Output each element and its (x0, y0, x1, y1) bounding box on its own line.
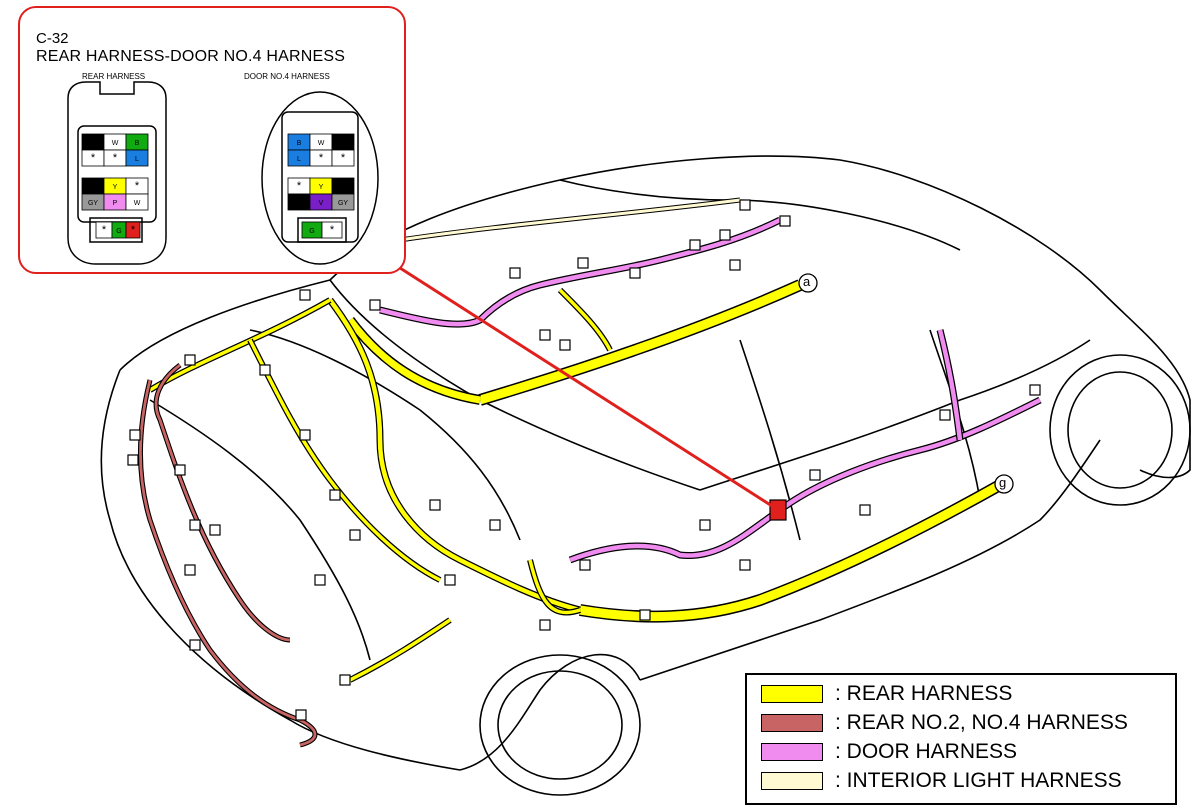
legend-swatch-door-harness (761, 743, 823, 761)
pin-label: G (309, 228, 314, 235)
pin-label: B (135, 140, 140, 147)
pin-label: B (91, 140, 96, 147)
legend-label-door-harness: : DOOR HARNESS (835, 740, 1018, 763)
connector-callout: C-32 REAR HARNESS-DOOR NO.4 HARNESS REAR… (18, 6, 406, 274)
pin-label: B (341, 140, 346, 147)
connector-code: C-32 (36, 30, 69, 47)
connector-title: REAR HARNESS-DOOR NO.4 HARNESS (36, 48, 346, 65)
pin-label: P (113, 200, 118, 207)
pin-label: * (341, 152, 346, 164)
legend-swatch-interior-light (761, 772, 823, 790)
rear-harness (148, 279, 1003, 683)
pin-label: W (318, 140, 325, 147)
front-wheel (1049, 354, 1191, 506)
pin-label: B (297, 140, 302, 147)
pin-label: W (134, 200, 141, 207)
door-harness-lower (568, 329, 1042, 564)
pin-label: GY (88, 200, 98, 207)
pin-label: L (297, 156, 301, 163)
door-harness-upper (379, 216, 782, 328)
pin-label: W (296, 200, 303, 207)
c32-connector (769, 499, 787, 521)
pin-label: * (102, 224, 107, 236)
pin-label: B (341, 184, 346, 191)
pin-label: W (90, 184, 97, 191)
door-harness-sublabel: DOOR NO.4 HARNESS (244, 72, 330, 81)
pin-label: * (135, 180, 140, 192)
legend-label-rear-no2-no4: : REAR NO.2, NO.4 HARNESS (835, 711, 1128, 734)
pin-label: GY (338, 200, 348, 207)
legend-swatch-rear-harness (761, 685, 823, 703)
pin-label: * (91, 152, 96, 164)
rear-wheel (479, 654, 641, 796)
pin-label: * (297, 180, 302, 192)
pin-label: * (330, 224, 335, 236)
legend-row-door-harness: : DOOR HARNESS (761, 740, 1018, 763)
pin-label: Y (113, 184, 118, 191)
marker-a-label: a (803, 274, 811, 289)
pin-label: * (319, 152, 324, 164)
legend-row-rear-no2-no4: : REAR NO.2, NO.4 HARNESS (761, 711, 1128, 734)
legend-label-interior-light: : INTERIOR LIGHT HARNESS (835, 769, 1122, 792)
connector-faces: B W B * * L W Y * GY P W * G * B W B L * * * Y B W V GY G * (67, 81, 379, 265)
rear-no2-no4-harness (138, 363, 318, 748)
door-connector-cells (287, 133, 355, 239)
legend-label-rear-harness: : REAR HARNESS (835, 682, 1013, 705)
callout-leader-line (399, 266, 773, 508)
pin-label: L (135, 156, 139, 163)
legend-swatch-rear-no2-no4 (761, 714, 823, 732)
rear-harness-sublabel: REAR HARNESS (82, 72, 146, 81)
legend-row-rear-harness: : REAR HARNESS (761, 682, 1013, 705)
pin-label: * (113, 152, 118, 164)
rear-connector-cells (81, 133, 149, 239)
pin-label: G (116, 228, 121, 235)
pin-label: V (319, 200, 324, 207)
door-connector-housing (261, 91, 379, 265)
pin-label: * (131, 224, 136, 236)
connectors (127, 199, 1041, 721)
marker-g-label: g (999, 475, 1007, 490)
marker-g (994, 474, 1014, 494)
legend-row-interior-light: : INTERIOR LIGHT HARNESS (761, 769, 1122, 792)
marker-a (798, 273, 818, 293)
pin-label: W (112, 140, 119, 147)
harness-legend: : REAR HARNESS : REAR NO.2, NO.4 HARNESS… (745, 673, 1177, 805)
pin-label: Y (319, 184, 324, 191)
